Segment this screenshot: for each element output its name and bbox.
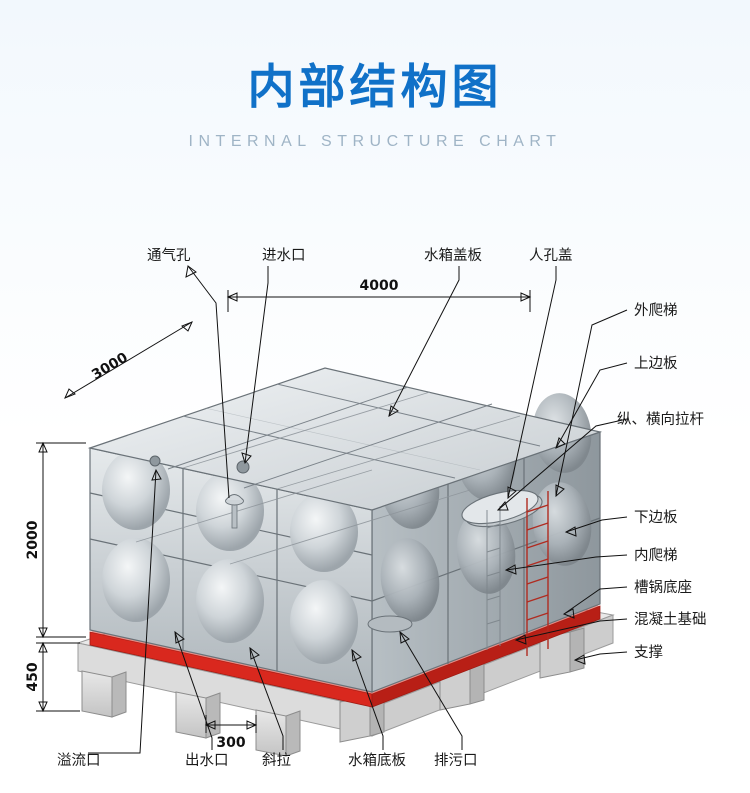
tank-side-face	[371, 393, 601, 693]
inner-ladder-part	[486, 506, 501, 650]
callout-manhole-cover: 人孔盖	[507, 247, 573, 500]
dimension-width-label: 3000	[89, 350, 131, 384]
callout-tank-bottom-plate-label: 水箱底板	[348, 751, 406, 769]
structure-diagram-svg: 4000 3000 2000	[25, 246, 707, 769]
water-inlet-part	[236, 460, 250, 474]
callout-manhole-cover-label: 人孔盖	[529, 247, 573, 264]
dimension-height-label: 2000	[25, 520, 41, 559]
diagram-canvas: 4000 3000 2000	[0, 180, 750, 793]
tank-top-face	[87, 367, 603, 511]
callout-water-inlet: 进水口	[241, 247, 306, 465]
callout-water-outlet: 出水口	[174, 630, 229, 769]
drain-port-part	[367, 615, 413, 633]
vent-hole-part	[225, 494, 244, 529]
callout-inner-ladder-label: 内爬梯	[634, 547, 678, 564]
tank-panel-dome	[290, 492, 358, 572]
dimension-support-spacing: 300	[204, 715, 258, 751]
callout-vent-hole-label: 通气孔	[147, 247, 191, 264]
callout-concrete-foundation: 混凝土基础	[514, 611, 707, 645]
dimension-height: 2000	[25, 441, 86, 639]
page-subtitle: INTERNAL STRUCTURE CHART	[188, 133, 562, 150]
callout-lower-side-plate: 下边板	[564, 508, 678, 537]
callout-overflow-port-label: 溢流口	[57, 752, 101, 769]
callout-upper-side-plate: 上边板	[555, 354, 678, 449]
tank-panel-dome	[290, 580, 358, 664]
tank-panel-dome	[102, 538, 170, 622]
outer-ladder-part	[526, 491, 549, 656]
dimension-length: 4000	[226, 278, 532, 312]
callout-support-label: 支撑	[634, 644, 663, 661]
callout-tank-cover-plate-label: 水箱盖板	[424, 246, 482, 264]
callout-water-inlet-label: 进水口	[262, 247, 306, 264]
dimension-length-label: 4000	[360, 278, 399, 294]
overflow-port-part	[149, 455, 161, 467]
callout-tank-cover-plate: 水箱盖板	[388, 246, 482, 417]
callout-lower-side-plate-label: 下边板	[634, 508, 678, 526]
tank-front-face	[89, 447, 373, 693]
tank-panel-dome	[102, 450, 170, 530]
callout-support: 支撑	[573, 644, 663, 665]
callout-outer-ladder-label: 外爬梯	[634, 302, 678, 319]
callout-diagonal-brace-label: 斜拉	[262, 752, 291, 769]
callout-outer-ladder: 外爬梯	[555, 302, 678, 498]
callout-concrete-foundation-label: 混凝土基础	[634, 611, 707, 628]
callout-drain-port: 排污口	[399, 630, 478, 769]
callout-upper-side-plate-label: 上边板	[634, 354, 678, 372]
tank-panel-dome	[196, 471, 264, 551]
callout-channel-steel-base: 槽锅底座	[562, 579, 692, 619]
tank-panel-dome	[196, 559, 264, 643]
callout-tie-rod-label: 纵、横向拉杆	[617, 411, 704, 428]
callout-drain-port-label: 排污口	[434, 752, 478, 769]
dimension-base-height-label: 450	[25, 662, 41, 691]
callout-inner-ladder: 内爬梯	[504, 547, 678, 575]
callout-vent-hole: 通气孔	[147, 247, 230, 499]
dimension-width: 3000	[64, 321, 193, 399]
callout-overflow-port: 溢流口	[57, 468, 162, 769]
dimension-base-height: 450	[25, 641, 80, 713]
callout-tie-rod: 纵、横向拉杆	[496, 411, 704, 511]
callout-tank-bottom-plate: 水箱底板	[348, 648, 406, 769]
callout-diagonal-brace: 斜拉	[249, 646, 291, 769]
callout-channel-steel-base-label: 槽锅底座	[634, 579, 692, 596]
ports	[149, 455, 413, 633]
tie-rods	[135, 391, 521, 565]
header: 内部结构图 INTERNAL STRUCTURE CHART	[0, 0, 750, 180]
dimension-support-spacing-label: 300	[216, 735, 245, 751]
page-title: 内部结构图	[247, 60, 503, 115]
callout-water-outlet-label: 出水口	[185, 752, 229, 769]
